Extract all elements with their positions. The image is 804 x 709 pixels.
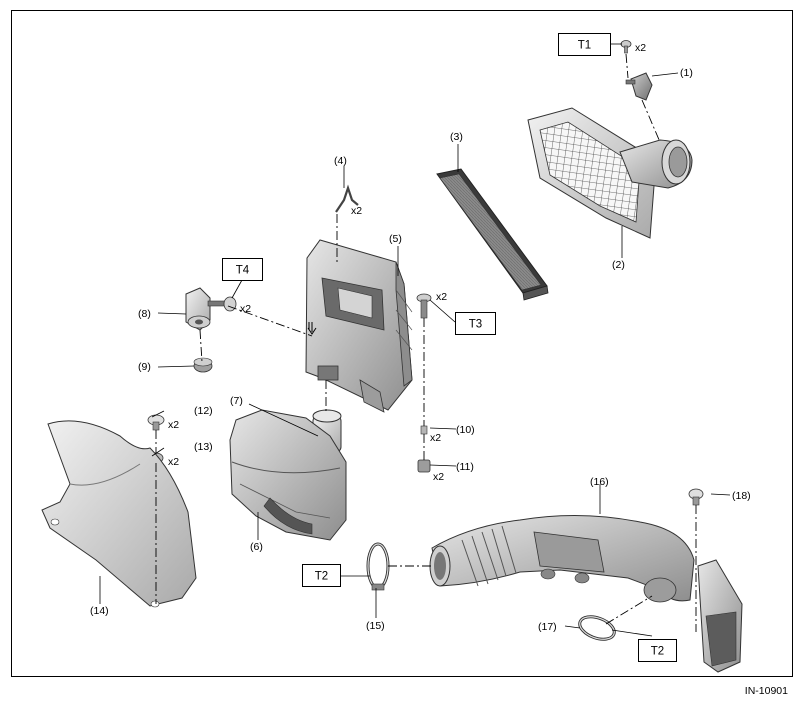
torque-box-t3: T3 (455, 312, 496, 335)
label-part-12: (12) (194, 405, 213, 417)
label-part-1: (1) (680, 67, 693, 79)
t4-bolt (207, 296, 237, 312)
air-intake-cover (41, 420, 197, 608)
torque-label-t2-left: T2 (315, 571, 328, 583)
label-part-7: (7) (230, 395, 243, 407)
label-part-9: (9) (138, 361, 151, 373)
guide-rod (335, 184, 359, 213)
clamp-15 (366, 542, 390, 591)
torque-label-t4: T4 (236, 265, 250, 277)
mass-air-flow-sensor (625, 72, 653, 101)
label-part-8: (8) (138, 308, 151, 320)
resonator-chamber (229, 409, 347, 541)
torque-label-t3: T3 (469, 319, 482, 331)
torque-box-t2-right: T2 (638, 639, 677, 662)
label-part-5: (5) (389, 233, 402, 245)
assembly-line-17 (605, 595, 653, 625)
qty-part-13: x2 (168, 456, 179, 468)
label-part-13: (13) (194, 441, 213, 453)
label-part-14: (14) (90, 605, 109, 617)
label-part-11: (11) (456, 461, 474, 473)
part-labels: (1) (2) (3) (4) (5) (6) (7) (8) (9) (10)… (90, 67, 751, 633)
qty-t3: x2 (436, 291, 447, 303)
qty-part-4: x2 (351, 205, 362, 217)
arrow-marker (307, 322, 317, 335)
clip-12 (147, 414, 165, 431)
cushion (193, 357, 213, 373)
label-part-17: (17) (538, 621, 557, 633)
torque-label-t1: T1 (578, 40, 591, 52)
figure-id: IN-10901 (745, 685, 788, 697)
qty-part-10: x2 (430, 432, 441, 444)
assembly-line-1 (641, 99, 661, 143)
qty-part-11: x2 (433, 471, 444, 483)
bracket (185, 287, 237, 331)
quantity-marks: x2 x2 x2 x2 x2 x2 x2 x2 (168, 42, 646, 483)
label-part-15: (15) (366, 620, 385, 632)
qty-t4: x2 (240, 303, 251, 315)
torque-box-t1: T1 (558, 33, 611, 56)
t1-screw (620, 40, 632, 54)
qty-part-12: x2 (168, 419, 179, 431)
assembly-lines (155, 53, 697, 632)
label-part-3: (3) (450, 131, 463, 143)
label-part-10: (10) (456, 424, 475, 436)
nut-11 (417, 459, 431, 473)
label-part-6: (6) (250, 541, 263, 553)
air-cleaner-upper-case (527, 107, 693, 239)
torque-box-t4: T4 (222, 258, 263, 281)
label-part-4: (4) (334, 155, 347, 167)
assembly-line-t1 (625, 53, 629, 79)
diagram-border (11, 10, 793, 677)
spacer-10 (420, 425, 428, 435)
air-filter-element (436, 168, 549, 301)
air-cleaner-lower-case (305, 239, 413, 413)
leader-lines (99, 43, 731, 637)
torque-box-t2-left: T2 (302, 564, 341, 587)
t3-bolt (416, 293, 432, 319)
torque-label-t2-right: T2 (651, 646, 664, 658)
assembly-line-9 (199, 329, 203, 363)
torque-boxes: T1 T4 T3 T2 T2 (222, 33, 677, 662)
air-intake-duct (429, 514, 743, 673)
assembly-line-8 (227, 305, 313, 337)
clamp-17 (578, 615, 616, 641)
qty-t1: x2 (635, 42, 646, 54)
label-part-18: (18) (732, 490, 751, 502)
clip-18 (688, 488, 704, 506)
label-part-2: (2) (612, 259, 625, 271)
label-part-16: (16) (590, 476, 609, 488)
